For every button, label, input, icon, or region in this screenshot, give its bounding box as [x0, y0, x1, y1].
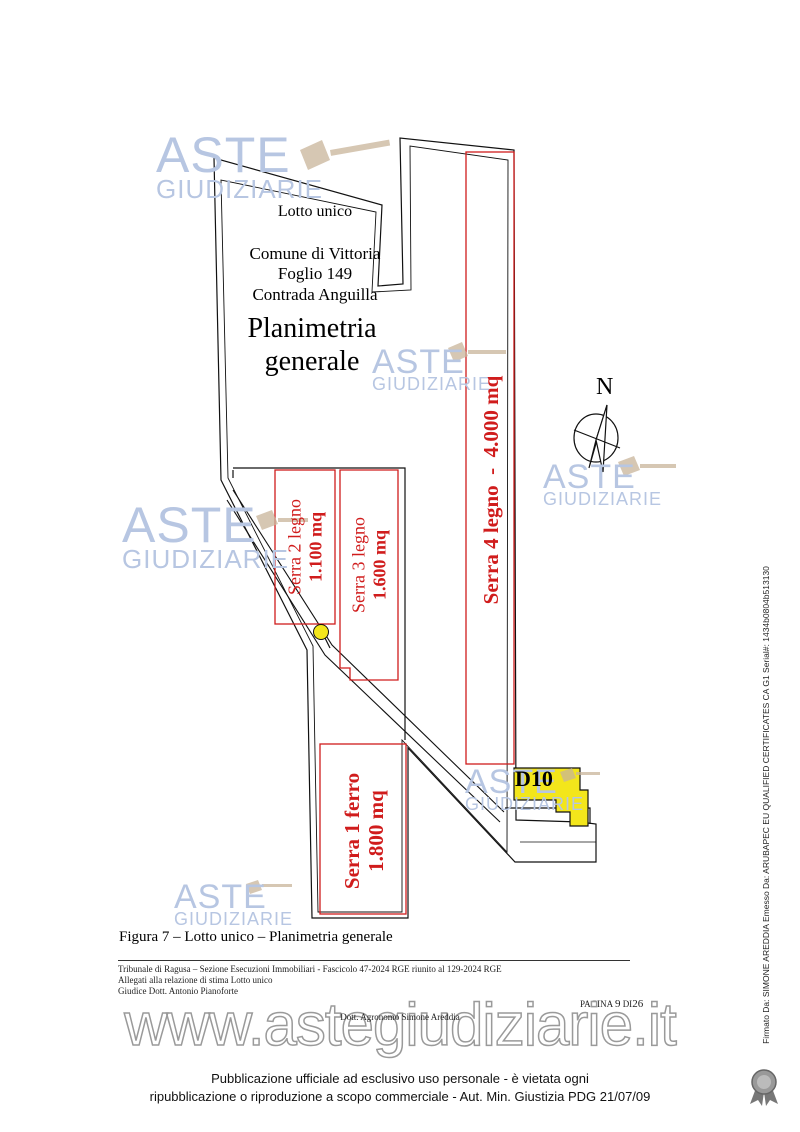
- digital-signature-text: Firmato Da: SIMONE AREDDIA Emesso Da: AR…: [761, 566, 771, 1044]
- serra-1-label: Serra 1 ferro 1.800 mq: [339, 772, 388, 890]
- site-url-watermark: www.astegiudiziarie.it: [123, 990, 677, 1059]
- contrada-label: Contrada Anguilla: [252, 285, 378, 304]
- watermark-line1: ASTE: [156, 127, 291, 183]
- footer-court-line: Tribunale di Ragusa – Sezione Esecuzioni…: [118, 964, 502, 974]
- serra-2-outline: [274, 469, 336, 625]
- plan-title-line1: Planimetria: [247, 313, 377, 344]
- serra-4-label: Serra 4 legno - 4.000 mq: [478, 375, 503, 605]
- footer-judge-line: Giudice Dott. Antonio Pianoforte: [118, 986, 238, 996]
- watermark-line2: GIUDIZIARIE: [543, 489, 663, 509]
- plan-title-line2: generale: [264, 346, 360, 377]
- watermark-line2: GIUDIZIARIE: [156, 174, 324, 204]
- watermark-line2: GIUDIZIARIE: [465, 794, 585, 814]
- north-arrow-icon: [573, 404, 621, 473]
- serra-4-outline: [465, 151, 515, 765]
- watermark-line1: ASTE: [122, 497, 257, 553]
- footer-divider: [118, 960, 630, 961]
- serra-3-outline: [339, 469, 399, 681]
- d10-label: D10: [515, 766, 553, 791]
- publication-notice-line2: ripubblicazione o riproduzione a scopo c…: [149, 1089, 651, 1104]
- publication-notice-line1: Pubblicazione ufficiale ad esclusivo uso…: [211, 1071, 589, 1086]
- footer-author: Dott. Agronomo Simone Areddia: [340, 1012, 460, 1022]
- d10-building: [513, 767, 589, 827]
- watermark-line2: GIUDIZIARIE: [372, 374, 492, 394]
- footer-attachments-line: Allegati alla relazione di stima Lotto u…: [118, 975, 273, 985]
- certificate-seal-icon: [750, 1069, 778, 1106]
- watermark-aste: ASTE GIUDIZIARIE: [156, 130, 323, 202]
- watermark-aste: ASTE GIUDIZIARIE: [372, 345, 491, 393]
- watermark-aste: ASTE GIUDIZIARIE: [174, 880, 293, 928]
- gavel-watermark-icons: [246, 139, 676, 894]
- property-boundary: [213, 137, 597, 919]
- access-road: [226, 489, 505, 823]
- watermark-line1: ASTE: [372, 343, 465, 381]
- serra-3-label: Serra 3 legno 1.600 mq: [348, 517, 389, 613]
- page-number: PAGINA 9 DI26: [580, 998, 644, 1010]
- watermark-line1: ASTE: [465, 763, 558, 801]
- lotto-label: Lotto unico: [277, 203, 353, 220]
- figure-caption: Figura 7 – Lotto unico – Planimetria gen…: [119, 929, 393, 945]
- watermark-line1: ASTE: [174, 878, 267, 916]
- watermark-line1: ASTE: [543, 458, 636, 496]
- north-label: N: [596, 374, 614, 400]
- watermark-aste: ASTE GIUDIZIARIE: [543, 460, 662, 508]
- watermark-line2: GIUDIZIARIE: [122, 544, 290, 574]
- watermark-aste: ASTE GIUDIZIARIE: [465, 765, 584, 813]
- serra-2-label: Serra 2 legno 1.100 mq: [284, 499, 325, 595]
- comune-label: Comune di Vittoria: [249, 244, 381, 263]
- watermark-aste: ASTE GIUDIZIARIE: [122, 500, 289, 572]
- watermark-line2: GIUDIZIARIE: [174, 909, 294, 929]
- foglio-label: Foglio 149: [277, 264, 353, 283]
- well-marker-icon: [313, 624, 329, 640]
- serra-1-outline: [319, 743, 407, 915]
